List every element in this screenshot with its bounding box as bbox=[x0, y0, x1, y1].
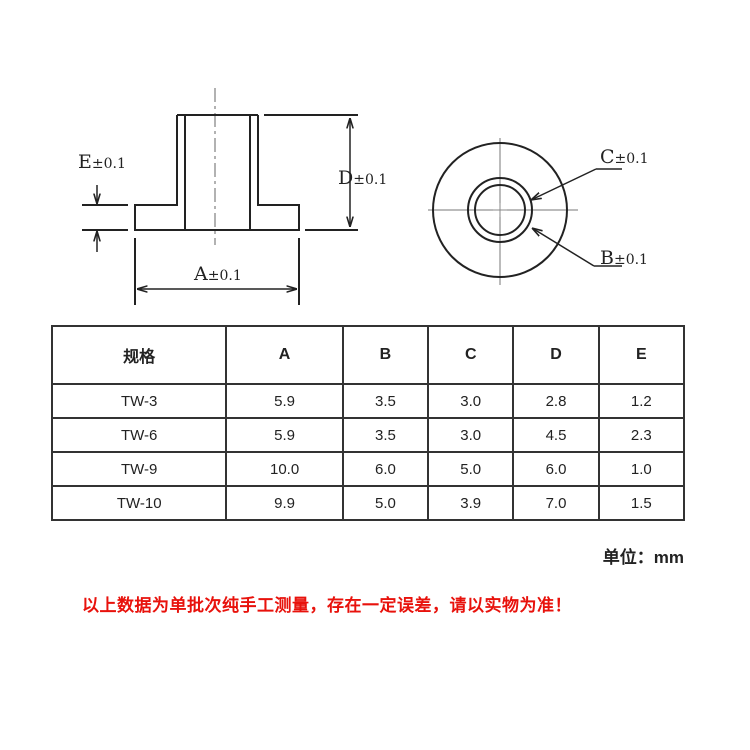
header-b: B bbox=[341, 325, 430, 385]
label-c: C±0.1 bbox=[600, 146, 649, 168]
table-cell: 4.5 bbox=[512, 417, 600, 453]
table-cell: 3.0 bbox=[427, 383, 515, 419]
table-header-row: 规格 A B C D E bbox=[50, 325, 686, 385]
label-d: D±0.1 bbox=[338, 167, 387, 189]
header-e: E bbox=[597, 325, 686, 385]
table-cell: TW-3 bbox=[50, 383, 228, 419]
table-cell: 5.9 bbox=[225, 383, 344, 419]
table-cell: 3.9 bbox=[427, 485, 515, 521]
table-cell: 3.5 bbox=[341, 417, 430, 453]
table-cell: 5.0 bbox=[341, 485, 430, 521]
header-spec: 规格 bbox=[50, 325, 228, 385]
label-b: B±0.1 bbox=[600, 247, 648, 269]
label-e: E±0.1 bbox=[78, 151, 126, 173]
table-cell: 1.0 bbox=[597, 451, 686, 487]
table-cell: 6.0 bbox=[512, 451, 600, 487]
table-cell: 6.0 bbox=[341, 451, 430, 487]
disclaimer-note: 以上数据为单批次纯手工测量，存在一定误差，请以实物为准！ bbox=[82, 596, 572, 615]
table-cell: 9.9 bbox=[225, 485, 344, 521]
top-view bbox=[428, 138, 622, 285]
table-cell: 3.5 bbox=[341, 383, 430, 419]
table-cell: 5.0 bbox=[427, 451, 515, 487]
technical-drawing: E±0.1 D±0.1 A±0.1 C±0.1 B±0.1 bbox=[78, 88, 649, 305]
header-c: C bbox=[427, 325, 515, 385]
table-cell: TW-10 bbox=[50, 485, 228, 521]
table-cell: 7.0 bbox=[512, 485, 600, 521]
table-cell: TW-6 bbox=[50, 417, 228, 453]
table-cell: 5.9 bbox=[225, 417, 344, 453]
table-cell: 3.0 bbox=[427, 417, 515, 453]
label-a: A±0.1 bbox=[193, 263, 242, 285]
side-view bbox=[82, 88, 358, 305]
table-cell: 1.5 bbox=[597, 485, 686, 521]
header-a: A bbox=[225, 325, 344, 385]
table-cell: 1.2 bbox=[597, 383, 686, 419]
table-cell: 2.8 bbox=[512, 383, 600, 419]
table-cell: 2.3 bbox=[597, 417, 686, 453]
table-cell: TW-9 bbox=[50, 451, 228, 487]
header-d: D bbox=[512, 325, 600, 385]
unit-label: 单位：mm bbox=[602, 548, 684, 567]
table-cell: 10.0 bbox=[225, 451, 344, 487]
